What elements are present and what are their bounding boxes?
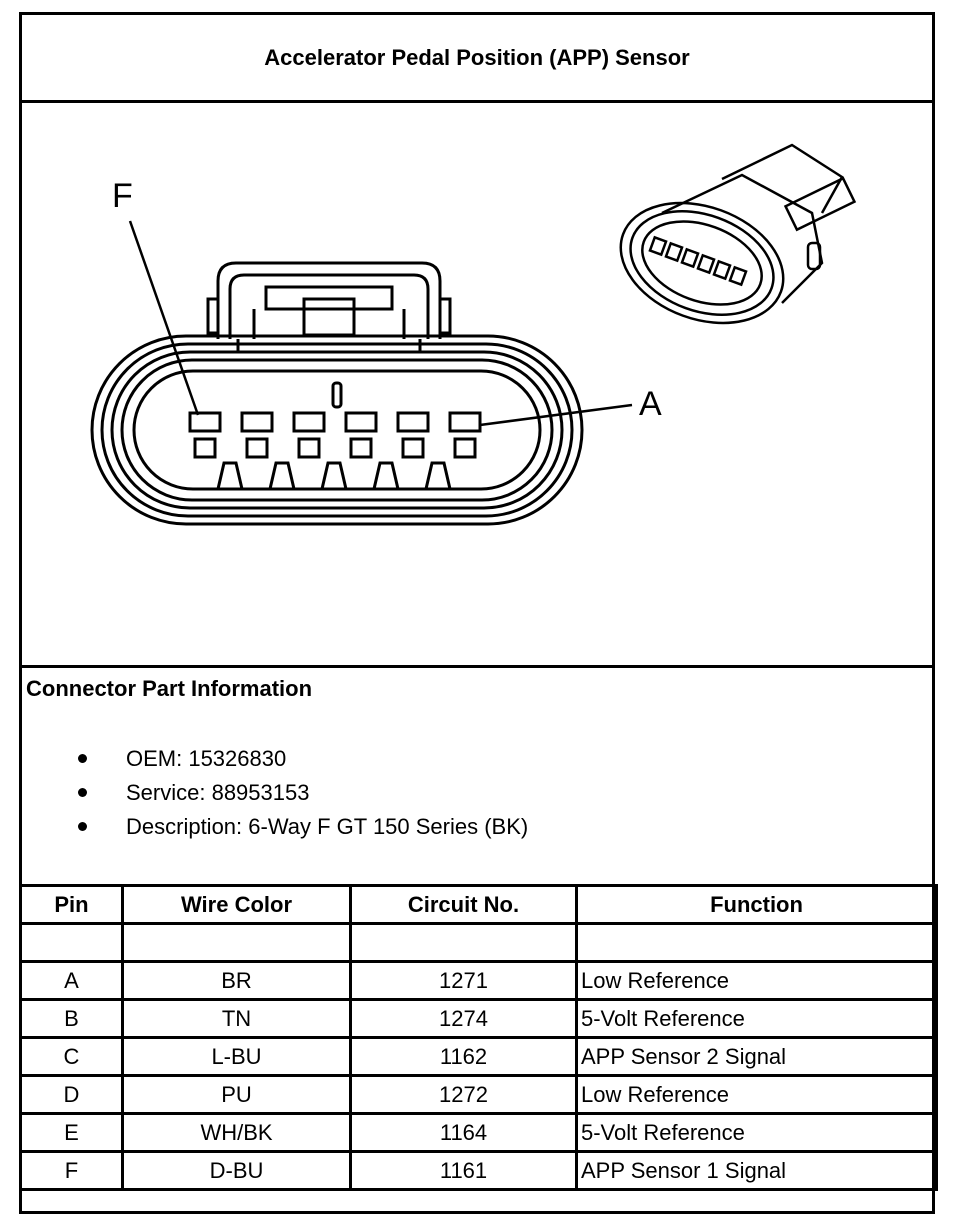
cell-circuit bbox=[349, 922, 578, 963]
header-pin: Pin bbox=[19, 884, 124, 925]
pin-cavity-c bbox=[344, 411, 378, 433]
cell-pin: B bbox=[19, 998, 124, 1039]
table-row: F D-BU 1161 APP Sensor 1 Signal bbox=[19, 1150, 938, 1191]
table-row: E WH/BK 1164 5-Volt Reference bbox=[19, 1112, 938, 1153]
leader-f bbox=[128, 220, 200, 416]
connector-sheet: Accelerator Pedal Position (APP) Sensor bbox=[19, 12, 938, 1214]
bullet-icon bbox=[78, 788, 87, 797]
cell-pin: E bbox=[19, 1112, 124, 1153]
table-row: C L-BU 1162 APP Sensor 2 Signal bbox=[19, 1036, 938, 1077]
latch-tab bbox=[264, 285, 394, 311]
cell-circuit: 1274 bbox=[349, 998, 578, 1039]
info-item-text: OEM: 15326830 bbox=[126, 746, 287, 771]
pin-cavity-d bbox=[292, 411, 326, 433]
info-heading: Connector Part Information bbox=[26, 676, 313, 701]
leader-a bbox=[479, 403, 633, 427]
cell-wire-color: D-BU bbox=[121, 1150, 352, 1191]
cell-pin: A bbox=[19, 960, 124, 1001]
info-item-oem: OEM: 15326830 bbox=[22, 742, 528, 776]
cell-wire-color bbox=[121, 922, 352, 963]
bullet-icon bbox=[78, 754, 87, 763]
info-item-text: Description: 6-Way F GT 150 Series (BK) bbox=[126, 814, 529, 839]
cell-function bbox=[575, 922, 938, 963]
label-a: A bbox=[639, 385, 662, 423]
info-list: OEM: 15326830 Service: 88953153 Descript… bbox=[22, 742, 528, 844]
cell-function: Low Reference bbox=[575, 1074, 938, 1115]
housing-ring-2 bbox=[100, 342, 574, 518]
table-row: D PU 1272 Low Reference bbox=[19, 1074, 938, 1115]
housing-ring-inner bbox=[132, 369, 542, 491]
cell-wire-color: L-BU bbox=[121, 1036, 352, 1077]
housing-ring-3 bbox=[110, 350, 564, 510]
cell-pin: D bbox=[19, 1074, 124, 1115]
pin-cavity-f bbox=[188, 411, 222, 433]
cell-function: APP Sensor 2 Signal bbox=[575, 1036, 938, 1077]
cell-function: APP Sensor 1 Signal bbox=[575, 1150, 938, 1191]
table-row: B TN 1274 5-Volt Reference bbox=[19, 998, 938, 1039]
header-circuit-no: Circuit No. bbox=[349, 884, 578, 925]
table-row: A BR 1271 Low Reference bbox=[19, 960, 938, 1001]
housing-ring-4 bbox=[120, 358, 554, 502]
table-header-row: Pin Wire Color Circuit No. Function bbox=[19, 884, 938, 925]
connector-drawing: F A bbox=[90, 143, 857, 526]
cell-circuit: 1161 bbox=[349, 1150, 578, 1191]
latch-inner bbox=[228, 273, 430, 339]
cell-circuit: 1271 bbox=[349, 960, 578, 1001]
table-row bbox=[19, 922, 938, 963]
cell-wire-color: BR bbox=[121, 960, 352, 1001]
cell-function: Low Reference bbox=[575, 960, 938, 1001]
bullet-icon bbox=[78, 822, 87, 831]
pin-cavities bbox=[188, 411, 482, 490]
key-mark bbox=[331, 381, 343, 409]
cell-pin: F bbox=[19, 1150, 124, 1191]
cell-pin: C bbox=[19, 1036, 124, 1077]
cell-wire-color: PU bbox=[121, 1074, 352, 1115]
cell-wire-color: WH/BK bbox=[121, 1112, 352, 1153]
info-item-text: Service: 88953153 bbox=[126, 780, 310, 805]
cell-circuit: 1164 bbox=[349, 1112, 578, 1153]
cell-wire-color: TN bbox=[121, 998, 352, 1039]
info-item-description: Description: 6-Way F GT 150 Series (BK) bbox=[22, 810, 528, 844]
pin-cavity-a bbox=[448, 411, 482, 433]
cell-circuit: 1162 bbox=[349, 1036, 578, 1077]
latch bbox=[216, 261, 442, 339]
pin-cavity-b bbox=[396, 411, 430, 433]
header-function: Function bbox=[575, 884, 938, 925]
label-f: F bbox=[112, 177, 133, 215]
pin-table: Pin Wire Color Circuit No. Function A BR… bbox=[19, 884, 938, 1191]
latch-lock bbox=[302, 297, 356, 337]
cell-circuit: 1272 bbox=[349, 1074, 578, 1115]
connector-part-information: Connector Part Information OEM: 15326830… bbox=[22, 668, 932, 887]
connector-iso-view bbox=[619, 143, 857, 325]
header-wire-color: Wire Color bbox=[121, 884, 352, 925]
cell-function: 5-Volt Reference bbox=[575, 998, 938, 1039]
pin-cavity-e bbox=[240, 411, 274, 433]
cell-pin bbox=[19, 922, 124, 963]
info-item-service: Service: 88953153 bbox=[22, 776, 528, 810]
connector-diagram: F A bbox=[22, 103, 932, 668]
page-title: Accelerator Pedal Position (APP) Sensor bbox=[22, 15, 932, 103]
cell-function: 5-Volt Reference bbox=[575, 1112, 938, 1153]
